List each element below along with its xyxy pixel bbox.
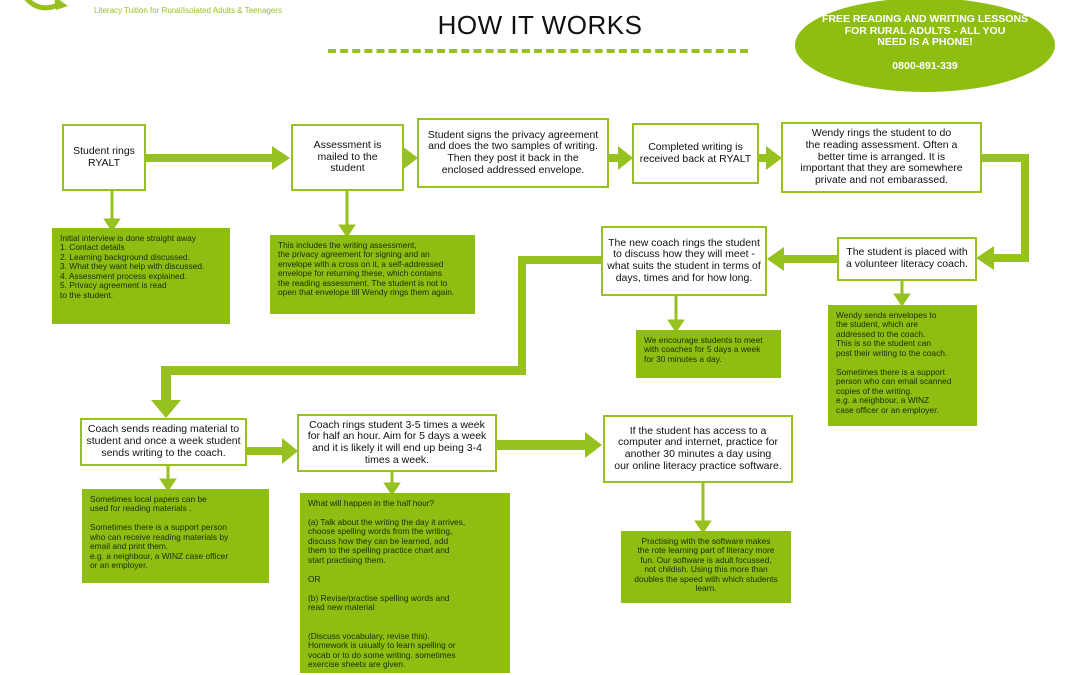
arrow-signs-to-received (609, 146, 633, 170)
step-online-practice: If the student has access to a computer … (603, 415, 793, 483)
step-coach-rings-weekly: Coach rings student 3-5 times a week for… (297, 414, 497, 472)
arrow-rings-times-to-computer (497, 432, 602, 458)
step-coach-sends-material: Coach sends reading material to student … (80, 418, 247, 466)
step-student-rings: Student rings RYALT (62, 124, 146, 191)
arrow-placed-to-coach-rings (767, 247, 837, 271)
page-title: HOW IT WORKS (437, 10, 643, 40)
note-mail-contents: This includes the writing assessment, th… (270, 235, 475, 314)
note-encourage-meetings: We encourage students to meet with coach… (636, 330, 781, 378)
step-wendy-rings: Wendy rings the student to do the readin… (781, 122, 982, 193)
step-student-signs: Student signs the privacy agreement and … (417, 118, 609, 188)
note-initial-interview: Initial interview is done straight away … (52, 228, 230, 324)
arrow-wendy-to-placed (976, 154, 1029, 270)
promo-oval: FREE READING AND WRITING LESSONS FOR RUR… (795, 0, 1055, 92)
step-coach-rings-student: The new coach rings the student to discu… (601, 226, 767, 296)
note-half-hour-session: What will happen in the half hour? (a) T… (300, 493, 510, 673)
note-reading-materials: Sometimes local papers can be used for r… (82, 489, 269, 583)
arrow-received-to-wendy (759, 146, 782, 170)
promo-phone-number: 0800-891-339 (892, 59, 958, 72)
promo-text: FREE READING AND WRITING LESSONS FOR RUR… (821, 13, 1029, 49)
ryalt-logo (24, 0, 68, 11)
tagline: Literacy Tuition for Rural/Isolated Adul… (94, 6, 282, 15)
arrow-rings-to-mailed (146, 146, 290, 170)
title-divider (328, 49, 748, 53)
arrow-sends-material-to-rings-times (247, 438, 298, 464)
note-software-benefits: Practising with the software makes the r… (621, 531, 791, 603)
note-envelopes: Wendy sends envelopes to the student, wh… (828, 305, 977, 426)
step-assessment-mailed: Assessment is mailed to the student (291, 124, 404, 191)
step-writing-received: Completed writing is received back at RY… (632, 123, 759, 184)
step-student-placed: The student is placed with a volunteer l… (837, 237, 977, 281)
